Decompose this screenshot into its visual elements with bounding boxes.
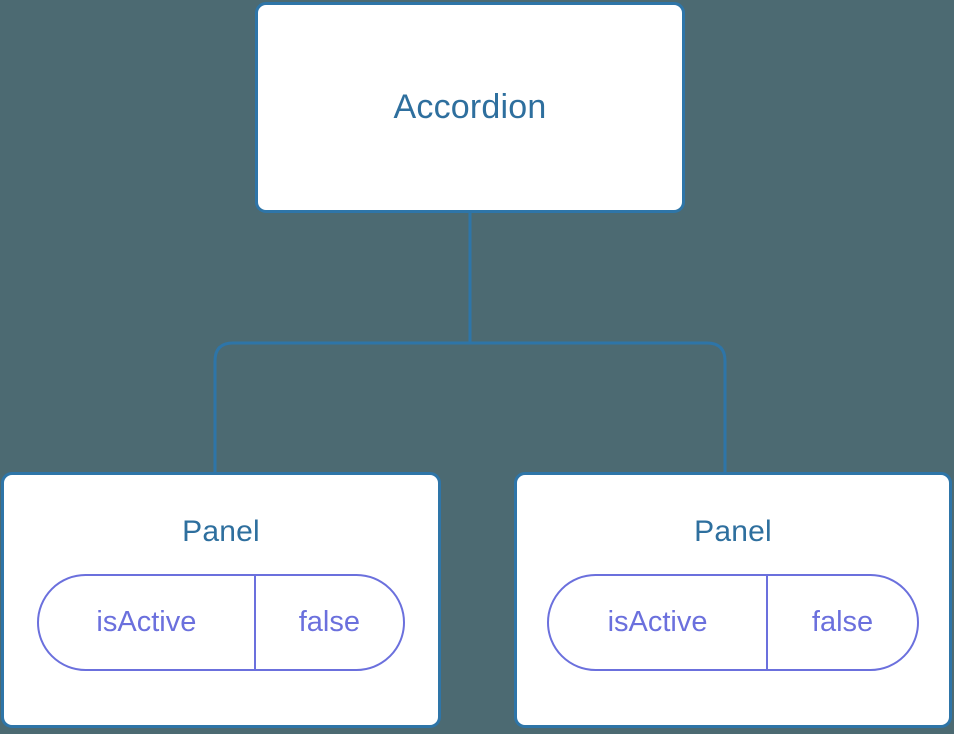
prop-value: false bbox=[253, 576, 403, 669]
prop-value: false bbox=[766, 576, 917, 669]
prop-key: isActive bbox=[607, 606, 708, 638]
node-title: Panel bbox=[182, 515, 260, 548]
node-title: Accordion bbox=[393, 87, 547, 126]
node-title: Panel bbox=[694, 515, 772, 548]
prop-key: isActive bbox=[96, 606, 197, 638]
prop-pill-isactive[interactable]: isActive false bbox=[547, 574, 919, 671]
prop-pill-isactive[interactable]: isActive false bbox=[37, 574, 405, 671]
edge-bus-left bbox=[213, 341, 470, 473]
node-accordion[interactable]: Accordion bbox=[255, 2, 685, 213]
node-panel-1[interactable]: Panel isActive false bbox=[1, 472, 441, 728]
edge-bus-right bbox=[470, 341, 727, 473]
node-panel-2[interactable]: Panel isActive false bbox=[514, 472, 952, 728]
